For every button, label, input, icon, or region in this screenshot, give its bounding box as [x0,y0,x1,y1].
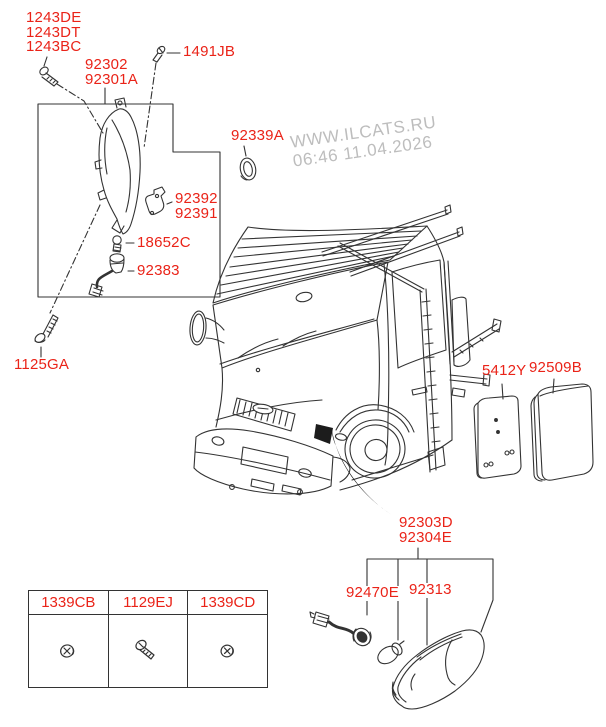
headlamp-assembly-drawing [94,87,141,235]
part-code[interactable]: 92392 [175,190,218,207]
callout-bulb-18652c[interactable]: 18652C [137,234,191,251]
part-code[interactable]: 1243DT [26,23,81,41]
bulb-18652c-icon [112,235,135,253]
tapping-screw-icon [109,615,189,687]
fastener-code-1339cb[interactable]: 1339CB [29,591,109,614]
callout-screw-1491jb[interactable]: 1491JB [183,43,236,60]
screw-1243-icon [39,56,59,87]
part-code[interactable]: 1243BC [26,38,82,56]
truss-screw-icon [188,615,267,687]
callout-headlamp-assy[interactable]: 92302 92301A [85,56,138,88]
truss-screw-icon [29,615,109,687]
truck-illustration [189,204,502,496]
pointer-arrow [332,430,392,515]
reflector-92509b-drawing [530,378,594,482]
grommet-92339a-icon [239,145,257,181]
bracket-92392-icon [145,186,173,216]
assembly-dash-lines [49,62,157,314]
fastener-code-1339cd[interactable]: 1339CD [200,594,256,611]
fastener-table: 1339CB 1129EJ 1339CD [28,590,268,688]
side-lamp-group-drawing [309,547,494,710]
part-code[interactable]: 92391 [175,204,218,222]
callout-reflector-92509b[interactable]: 92509B [529,359,582,376]
callout-pad-92339a[interactable]: 92339A [231,127,284,144]
headlamp-detail-box [37,103,221,298]
part-code[interactable]: 92302 [85,56,128,73]
callout-side-lamp-group[interactable]: 92303D 92304E [399,514,453,546]
fastener-table-header: 1339CB 1129EJ 1339CD [29,591,267,615]
fastener-code-1129ej[interactable]: 1129EJ [109,591,189,614]
plate-5412y-drawing [473,383,522,479]
callout-socket-92383[interactable]: 92383 [137,262,180,279]
callout-wiring-92470e[interactable]: 92470E [344,584,401,601]
part-code[interactable]: 92303D [399,514,453,531]
part-code[interactable]: 1243DE [26,9,82,26]
callout-bulb-92313[interactable]: 92313 [407,581,454,598]
callout-bolt-group[interactable]: 1243DE 1243DT 1243BC [26,9,82,56]
screw-1491jb-icon [152,45,181,63]
part-code[interactable]: 92301A [85,70,138,88]
callout-bracket-group[interactable]: 92392 92391 [175,190,218,222]
callout-plate-5412y[interactable]: 5412Y [482,362,527,379]
bolt-1125ga-icon [34,314,59,358]
socket-92383-icon [88,253,135,298]
callout-bolt-1125ga[interactable]: 1125GA [14,356,70,373]
part-code[interactable]: 92304E [399,528,452,546]
fastener-table-icons [29,615,267,687]
